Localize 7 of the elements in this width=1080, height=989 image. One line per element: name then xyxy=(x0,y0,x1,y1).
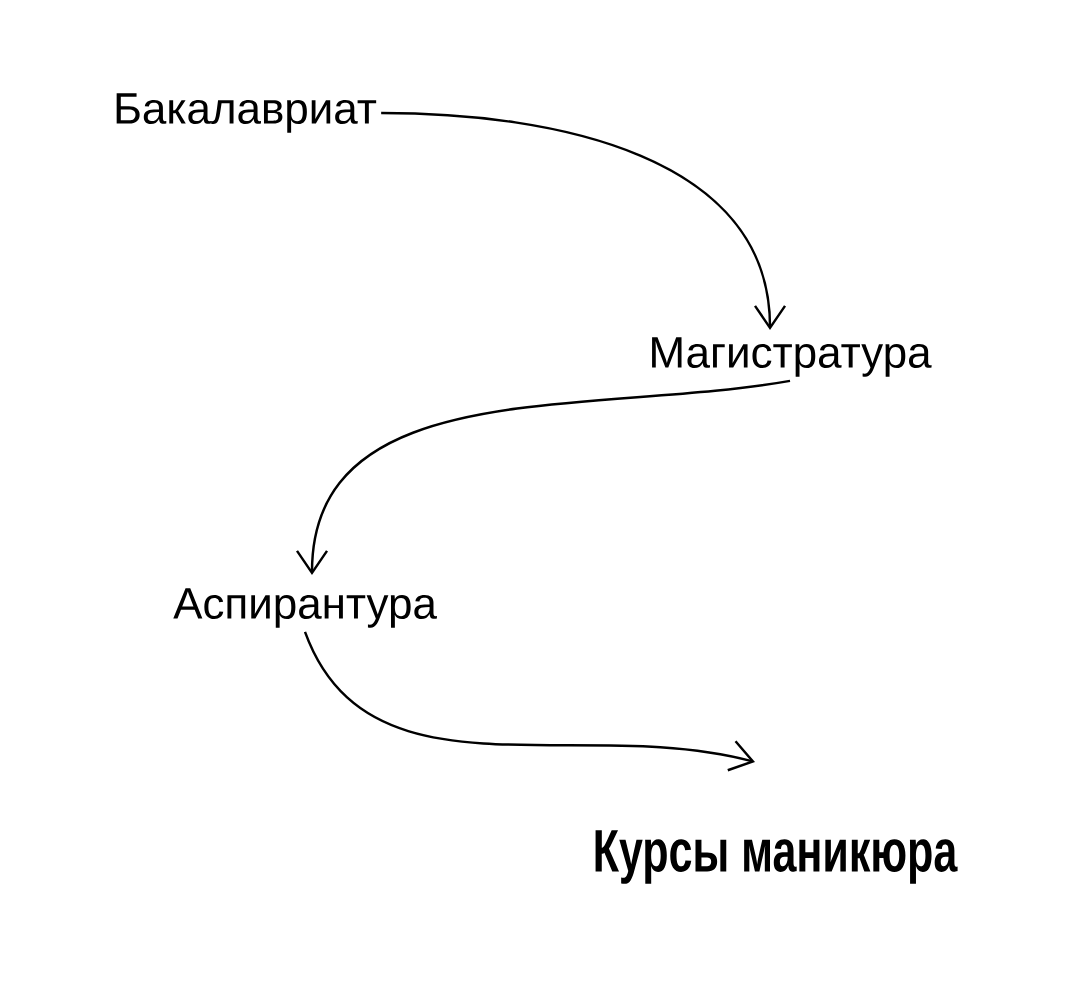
stage-label: Магистратура xyxy=(652,337,932,377)
stage-label: Бакалавриат xyxy=(116,93,377,133)
arrow xyxy=(303,631,755,772)
stage-label: Аспирантура xyxy=(173,588,437,628)
arrow xyxy=(296,379,791,576)
arrow xyxy=(381,111,787,331)
caption-text: Курсы маникюра xyxy=(595,830,958,884)
